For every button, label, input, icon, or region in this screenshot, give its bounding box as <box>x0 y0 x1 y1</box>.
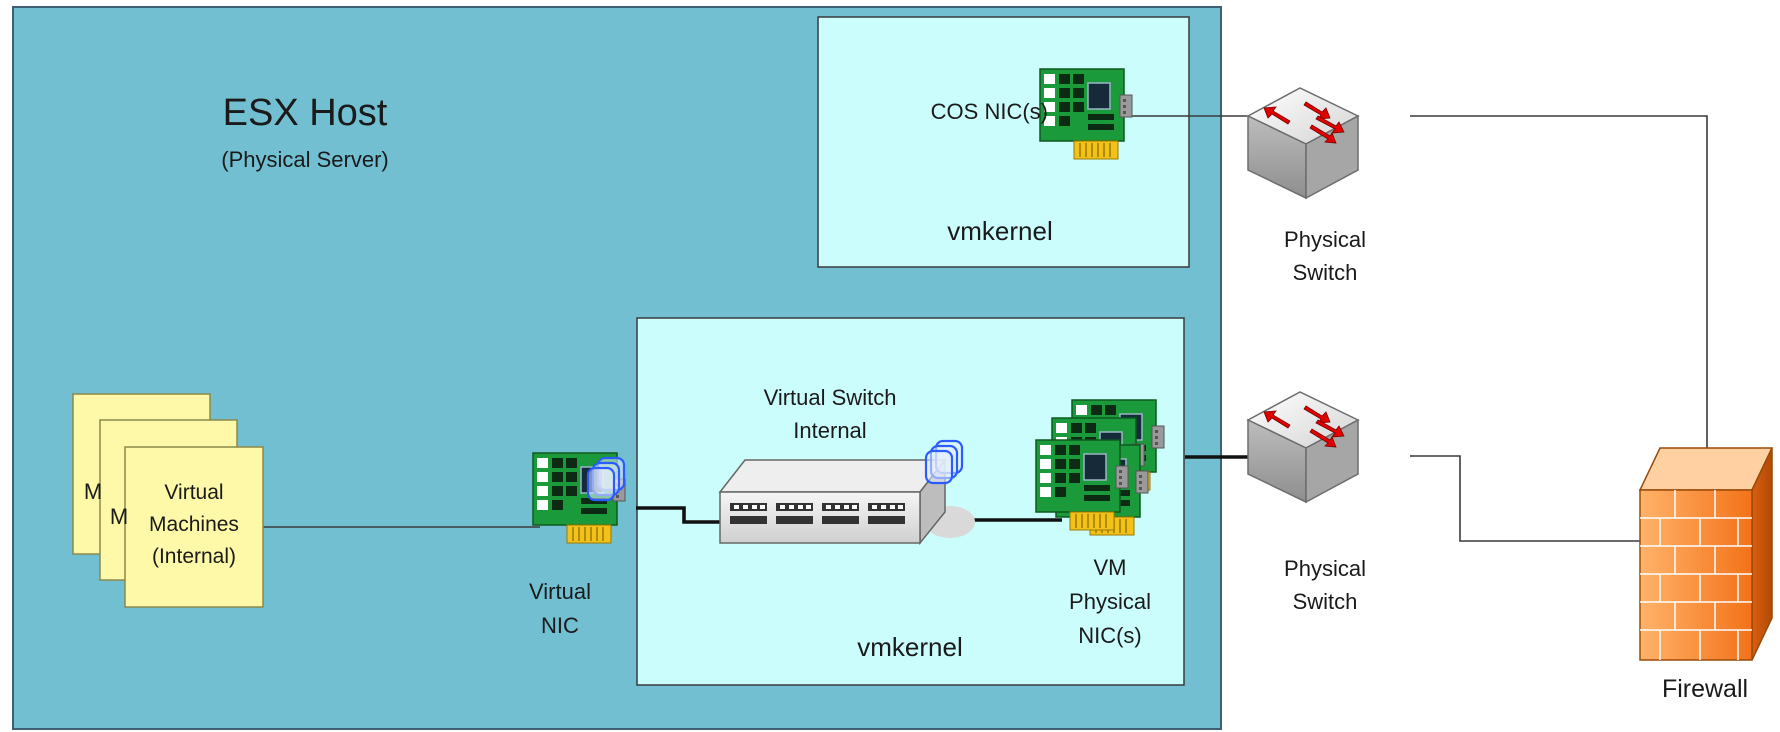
host-title: ESX Host <box>222 92 388 134</box>
virtual-switch-hub <box>718 439 975 546</box>
vm-label-line3: (Internal) <box>151 545 237 568</box>
switch-bottom-label-line1: Physical <box>1284 556 1366 581</box>
physical-switch-bottom <box>1247 391 1359 503</box>
firewall-label: Firewall <box>1661 675 1749 703</box>
switch-bottom-label-line2: Switch <box>1292 589 1358 614</box>
physical-switch-top <box>1247 87 1359 199</box>
virtual-switch-label-line1: Virtual Switch <box>763 385 897 410</box>
physical-nic-label-line2: Physical <box>1069 589 1151 614</box>
cos-nic-label: COS NIC(s) <box>930 99 1048 124</box>
host-subtitle: (Physical Server) <box>221 147 389 172</box>
switch-top-label-line1: Physical <box>1284 227 1366 252</box>
switch-top-label-line2: Switch <box>1292 260 1358 285</box>
connection-lines <box>261 115 1708 542</box>
vm-back-card-letter-1: M <box>83 479 103 504</box>
vm-back-card-letter-2: M <box>109 504 129 529</box>
virtual-nic-label-line2: NIC <box>541 613 579 638</box>
physical-nic-label-line3: NIC(s) <box>1078 623 1142 648</box>
vm-vmkernel-label: vmkernel <box>857 632 963 662</box>
cos-vmkernel-label: vmkernel <box>947 216 1053 246</box>
virtual-switch-label-line2: Internal <box>793 418 867 443</box>
physical-nic-label-line1: VM <box>1093 555 1127 580</box>
cos-vmkernel-box <box>817 16 1190 268</box>
virtual-machines-stack <box>72 393 264 608</box>
vm-label-line2: Machines <box>149 513 239 536</box>
firewall-icon <box>1638 447 1774 661</box>
virtual-nic-label-line1: Virtual <box>529 579 591 604</box>
vm-label-line1: Virtual <box>164 481 224 504</box>
